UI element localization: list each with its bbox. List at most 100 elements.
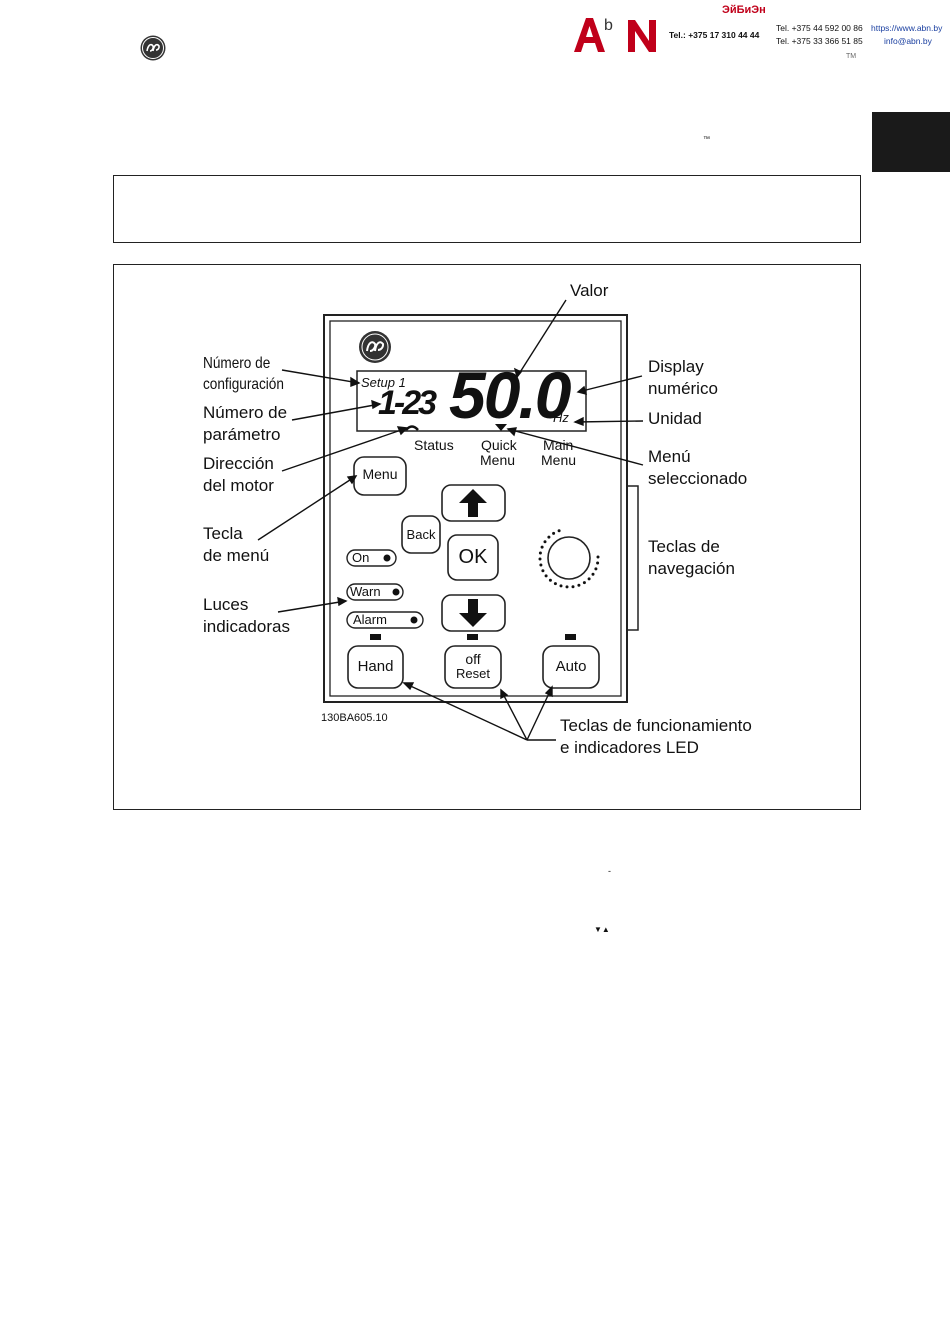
on-indicator-shape [346, 549, 397, 567]
callout-tecla-menu-2: de menú [203, 546, 270, 565]
knob-tick-dot [591, 572, 595, 576]
email-link[interactable]: info@abn.by [884, 36, 932, 46]
alarm-indicator-shape [346, 611, 424, 629]
callout-numero-param-2: parámetro [203, 425, 281, 444]
panel-inner [329, 320, 622, 697]
trademark-top: TM [846, 53, 857, 60]
alarm-led-icon [410, 616, 418, 624]
brand-name: ЭйБиЭн [722, 4, 766, 16]
knob-tick-dot [557, 529, 561, 533]
phone-main: Tel.: +375 17 310 44 44 [669, 30, 760, 40]
figure-code: 130BA605.10 [321, 712, 388, 724]
callout-teclas-nav-2: navegación [648, 559, 735, 578]
abn-logo: b [572, 14, 664, 54]
callout-teclas-nav-1: Teclas de [648, 537, 720, 556]
off-key-label[interactable]: off [465, 651, 481, 667]
menu-label-main-2: Menu [541, 452, 577, 468]
knob-tick-dot [544, 574, 548, 578]
leader-op-3 [526, 686, 553, 741]
knob-tick-dot [559, 584, 563, 588]
knob-tick-dot [594, 567, 598, 571]
menu-key-label[interactable]: Menu [362, 466, 398, 482]
phone-2: Tel. +375 33 366 51 85 [776, 36, 863, 46]
leader-unit [574, 420, 644, 423]
chapter-tab [872, 112, 950, 172]
param-number: 1-23 [378, 384, 437, 422]
callout-tecla-menu-1: Tecla [203, 524, 243, 543]
callout-numero-config-1: Número de [203, 355, 271, 372]
navigation-bracket [627, 485, 639, 631]
leader-menu-selected [507, 428, 644, 466]
callout-display-num-1: Display [648, 357, 704, 376]
knob-tick-dot [577, 583, 581, 587]
leader-valor [516, 299, 567, 378]
hand-led-icon [370, 634, 381, 640]
knob-tick-dot [582, 581, 586, 585]
ge-monogram-icon [140, 35, 166, 61]
rotary-knob-icon [538, 529, 600, 589]
knob-tick-dot [553, 582, 557, 586]
back-key-label[interactable]: Back [406, 527, 436, 542]
display-value: 50.0 [449, 358, 571, 432]
phone-1: Tel. +375 44 592 00 86 [776, 23, 863, 33]
leader-display-num [577, 375, 643, 393]
leader-op-1 [403, 682, 528, 741]
knob-tick-dot [538, 551, 542, 555]
knob-tick-dot [552, 531, 556, 535]
on-indicator-label: On [352, 550, 370, 565]
knob-tick-dot [541, 569, 545, 573]
knob-tick-dot [538, 557, 542, 561]
callout-display-num-2: numérico [648, 379, 718, 398]
website-link[interactable]: https://www.abn.by [871, 23, 943, 33]
warn-indicator-shape [346, 583, 404, 601]
note-box [113, 175, 861, 243]
lcd-display [356, 370, 587, 432]
callout-luces-2: indicadoras [203, 617, 290, 636]
callout-numero-config-2: configuración [203, 376, 284, 393]
knob-tick-dot [540, 545, 544, 549]
stray-arrows-mark: ▼▲ [594, 925, 610, 934]
reset-key-label[interactable]: Reset [456, 666, 490, 681]
on-led-icon [383, 554, 391, 562]
ge-logo [139, 34, 167, 62]
leader-config [281, 369, 360, 384]
hand-key-label[interactable]: Hand [357, 658, 394, 675]
warn-indicator-label: Warn [350, 584, 381, 599]
arrow-up-icon [459, 489, 487, 517]
knob-tick-dot [571, 585, 575, 589]
knob-tick-dot [565, 585, 569, 589]
warn-led-icon [392, 588, 400, 596]
knob-tick-dot [587, 577, 591, 581]
panel-ge-icon [359, 331, 391, 363]
menu-label-quick-1: Quick [481, 437, 517, 453]
callout-numero-param-1: Número de [203, 403, 288, 422]
knob-tick-dot [543, 540, 547, 544]
stray-dash-mark: - [608, 866, 611, 876]
menu-label-status: Status [414, 437, 454, 453]
leader-direction [281, 427, 408, 472]
knob-tick-dot [547, 535, 551, 539]
auto-key-label[interactable]: Auto [555, 658, 587, 675]
callout-teclas-func-1: Teclas de funcionamiento [560, 716, 752, 735]
callout-menu-sel-2: seleccionado [648, 469, 748, 488]
selected-menu-icon [495, 424, 507, 431]
off-led-icon [467, 634, 478, 640]
off-reset-button-shape [444, 645, 502, 689]
panel-outer [323, 314, 628, 703]
callout-direccion-1: Dirección [203, 454, 274, 473]
ok-button-shape [447, 534, 499, 581]
back-button-shape [401, 515, 441, 554]
abn-logo-icon: b [574, 17, 656, 52]
callout-luces-1: Luces [203, 595, 249, 614]
arrow-down-icon [459, 599, 487, 627]
knob-tick-dot [548, 578, 552, 582]
auto-button-shape [542, 645, 600, 689]
leader-param [291, 403, 381, 421]
callout-unidad: Unidad [648, 409, 702, 428]
menu-label-main-1: Main [543, 437, 574, 453]
leader-op-2 [500, 689, 528, 741]
ok-key-label[interactable]: OK [458, 546, 488, 568]
callout-teclas-func-2: e indicadores LED [560, 738, 699, 757]
knob-tick-dot [596, 555, 600, 559]
